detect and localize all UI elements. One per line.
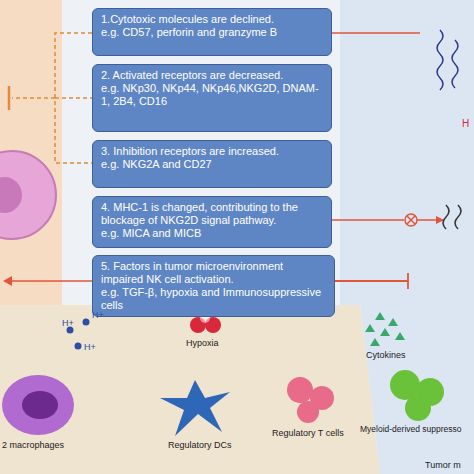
process-box: 1.Cytotoxic molecules are declined.e.g. … bbox=[92, 8, 332, 56]
macrophage-nucleus bbox=[22, 391, 58, 419]
leader-line bbox=[417, 219, 438, 221]
box-heading: 5. Factors in tumor microenvironment imp… bbox=[101, 260, 326, 286]
molecule bbox=[437, 30, 443, 90]
text-label: Regulatory T cells bbox=[272, 428, 344, 439]
inhibit-bar bbox=[8, 86, 11, 110]
leader-line bbox=[332, 32, 420, 34]
text-label: H+ bbox=[62, 318, 74, 329]
treg-cell bbox=[287, 377, 313, 403]
dashed-bracket bbox=[12, 33, 92, 163]
leader-line bbox=[332, 219, 404, 221]
mdsc-cell bbox=[405, 395, 431, 421]
macrophage-cell bbox=[2, 375, 74, 435]
box-heading: 4. MHC-1 is changed, contributing to the… bbox=[101, 201, 323, 227]
text-label: H bbox=[462, 118, 469, 129]
box-heading: 2. Activated receptors are decreased. bbox=[101, 69, 323, 82]
cytokine-cluster bbox=[365, 312, 405, 346]
text-label: Tumor m bbox=[425, 460, 461, 471]
molecule bbox=[443, 205, 461, 229]
treg-cell bbox=[297, 401, 319, 423]
process-box: 3. Inhibition receptors are increased.e.… bbox=[92, 140, 332, 188]
box-example: e.g. CD57, perforin and granzyme B bbox=[101, 26, 323, 39]
text-label: Hypoxia bbox=[186, 338, 219, 349]
block-symbol bbox=[407, 216, 415, 224]
text-label: H+ bbox=[92, 310, 104, 321]
box-example: e.g. NKG2A and CD27 bbox=[101, 158, 323, 171]
tumor-region bbox=[0, 305, 380, 474]
dendritic-cell bbox=[160, 380, 230, 436]
text-label: Myeloid-derived suppresso bbox=[360, 424, 462, 435]
process-box: 4. MHC-1 is changed, contributing to the… bbox=[92, 196, 332, 248]
block-symbol bbox=[405, 214, 417, 226]
box-heading: 3. Inhibition receptors are increased. bbox=[101, 145, 323, 158]
box-example: e.g. NKp30, NKp44, NKp46,NKG2D, DNAM-1, … bbox=[101, 82, 323, 108]
box-heading: 1.Cytotoxic molecules are declined. bbox=[101, 13, 323, 26]
inhibit-bar bbox=[335, 273, 408, 289]
arrow-head bbox=[3, 276, 12, 286]
leader-line bbox=[10, 280, 92, 282]
text-label: Regulatory DCs bbox=[168, 440, 232, 451]
process-box: 2. Activated receptors are decreased.e.g… bbox=[92, 64, 332, 132]
text-label: 2 macrophages bbox=[2, 440, 64, 451]
nk-nucleus bbox=[0, 177, 22, 213]
box-example: e.g. MICA and MICB bbox=[101, 227, 323, 240]
box-example: e.g. TGF-β, hypoxia and Immunosuppressiv… bbox=[101, 286, 326, 312]
molecule bbox=[452, 40, 458, 88]
process-box: 5. Factors in tumor microenvironment imp… bbox=[92, 255, 335, 317]
text-label: H+ bbox=[84, 342, 96, 353]
proton-dot bbox=[75, 343, 82, 350]
text-label: Cytokines bbox=[366, 350, 406, 361]
proton-dot bbox=[83, 319, 90, 326]
nk-cell bbox=[0, 151, 56, 239]
